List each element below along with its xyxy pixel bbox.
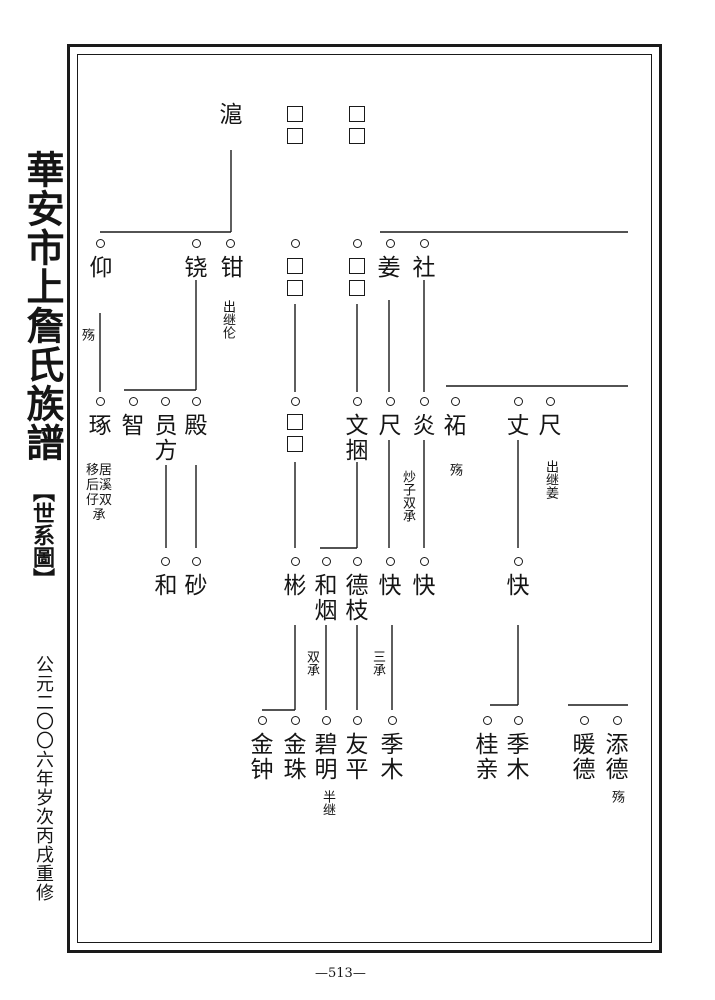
circle-marker — [322, 557, 331, 566]
note-chi-shuangcheng: 炒子双承 — [400, 470, 415, 522]
circle-marker — [386, 397, 395, 406]
person-top-ancestor: 滬 — [219, 102, 243, 128]
circle-marker — [353, 397, 362, 406]
unknown-names-col2-gen2 — [344, 258, 370, 302]
revision-date: 公元二〇〇六年岁次丙戌重修 — [33, 655, 54, 902]
circle-marker — [258, 716, 267, 725]
page-frame-inner — [77, 54, 652, 943]
person-de-zhi: 德枝 — [345, 573, 369, 624]
note-yang-shang: 殇 — [79, 328, 94, 341]
note-shi-shang: 殇 — [447, 463, 462, 476]
circle-marker — [353, 716, 362, 725]
person-chi-2: 尺 — [538, 413, 562, 439]
circle-marker — [161, 557, 170, 566]
circle-marker — [96, 397, 105, 406]
circle-marker — [322, 716, 331, 725]
person-nuan-de: 暖德 — [572, 732, 596, 783]
circle-marker — [451, 397, 460, 406]
person-gui-qin: 桂亲 — [475, 732, 499, 783]
circle-marker — [291, 716, 300, 725]
person-zhi: 智 — [121, 413, 145, 439]
person-kuai-2: 快 — [412, 573, 436, 599]
note-tiande-shang: 殇 — [609, 790, 624, 803]
circle-marker — [388, 716, 397, 725]
person-nao: 铙 — [184, 255, 208, 281]
circle-marker — [420, 239, 429, 248]
circle-marker — [483, 716, 492, 725]
circle-marker — [580, 716, 589, 725]
circle-marker — [192, 557, 201, 566]
person-he-yan: 和烟 — [314, 573, 338, 624]
circle-marker — [291, 557, 300, 566]
person-qian: 钳 — [220, 255, 244, 281]
circle-marker — [96, 239, 105, 248]
note-biming-banji: 半继 — [320, 790, 335, 816]
book-title: 華安市上詹氏族譜 — [20, 150, 65, 462]
person-bin: 彬 — [283, 573, 307, 599]
person-sha: 砂 — [184, 573, 208, 599]
unknown-names-col2-gen1 — [344, 106, 370, 150]
person-ji-mu-2: 季木 — [506, 732, 530, 783]
person-tian-de: 添德 — [605, 732, 629, 783]
circle-marker — [353, 239, 362, 248]
circle-marker — [514, 557, 523, 566]
circle-marker — [291, 397, 300, 406]
person-jin-zhu: 金珠 — [283, 732, 307, 783]
circle-marker — [353, 557, 362, 566]
circle-marker — [192, 397, 201, 406]
page-frame-outer — [67, 44, 662, 953]
circle-marker — [161, 397, 170, 406]
note-chi2-chuji: 出继姜 — [543, 460, 558, 499]
person-he: 和 — [154, 573, 178, 599]
person-shi: 祏 — [443, 413, 467, 439]
unknown-names-col1-gen3 — [282, 414, 308, 458]
circle-marker — [514, 716, 523, 725]
circle-marker — [420, 557, 429, 566]
circle-marker — [129, 397, 138, 406]
person-wen-qun: 文捆 — [345, 413, 369, 464]
circle-marker — [226, 239, 235, 248]
unknown-names-col1-gen1 — [282, 106, 308, 150]
circle-marker — [420, 397, 429, 406]
circle-marker — [291, 239, 300, 248]
circle-marker — [386, 239, 395, 248]
person-zhuo: 琢 — [88, 413, 112, 439]
person-she: 社 — [412, 255, 436, 281]
person-jin-zhong: 金钟 — [250, 732, 274, 783]
circle-marker — [546, 397, 555, 406]
note-qian-chuji: 出继伦 — [220, 300, 235, 339]
person-yuan-fang: 员方 — [154, 413, 178, 464]
page-number: —513— — [315, 966, 366, 981]
person-ji-mu-1: 季木 — [380, 732, 404, 783]
circle-marker — [192, 239, 201, 248]
section-label: 【世系圖】 — [29, 480, 55, 590]
person-yang: 仰 — [89, 255, 113, 281]
circle-marker — [386, 557, 395, 566]
person-kuai-1: 快 — [378, 573, 402, 599]
note-zhuo-move: 移居后溪仔双承 — [85, 463, 112, 523]
circle-marker — [514, 397, 523, 406]
person-yan: 炎 — [412, 413, 436, 439]
person-zhang: 丈 — [506, 413, 530, 439]
note-dezhi-sancheng: 三承 — [370, 650, 385, 676]
person-kuai-3: 快 — [506, 573, 530, 599]
person-jiang: 姜 — [377, 255, 401, 281]
unknown-names-col1-gen2 — [282, 258, 308, 302]
circle-marker — [613, 716, 622, 725]
person-dian: 殿 — [184, 413, 208, 439]
note-bin-shuangcheng: 双承 — [304, 650, 319, 676]
person-bi-ming: 碧明 — [314, 732, 338, 783]
person-chi-1: 尺 — [378, 413, 402, 439]
person-you-ping: 友平 — [345, 732, 369, 783]
